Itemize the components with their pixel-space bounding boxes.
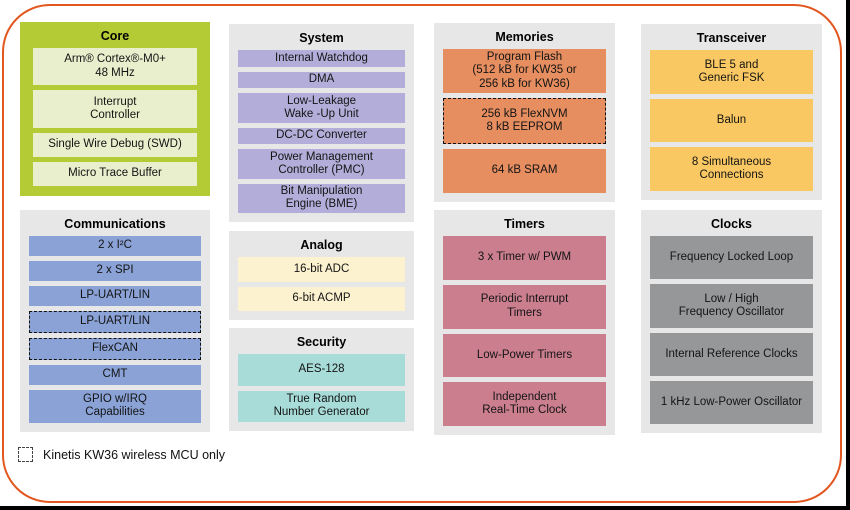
block-item: Internal Watchdog [238, 50, 405, 67]
section-items: 16-bit ADC 6-bit ACMP [229, 256, 414, 320]
block-item: GPIO w/IRQ Capabilities [29, 389, 201, 423]
block-item: LP-UART/LIN [29, 310, 201, 333]
block-item: 2 x I²C [29, 236, 201, 256]
block-item: Low-Power Timers [443, 333, 606, 378]
block-item: Single Wire Debug (SWD) [33, 132, 197, 157]
block-item: Bit Manipulation Engine (BME) [238, 183, 405, 213]
block-item: DC-DC Converter [238, 127, 405, 145]
block-item: 64 kB SRAM [443, 149, 606, 193]
block-item: BLE 5 and Generic FSK [650, 50, 813, 94]
block-item: Independent Real-Time Clock [443, 382, 606, 426]
block-item: 8 Simultaneous Connections [650, 147, 813, 192]
block-item: 6-bit ACMP [238, 286, 405, 311]
section-items: 2 x I²C 2 x SPI LP-UART/LIN LP-UART/LIN Flex… [20, 235, 210, 432]
block-item: Frequency Locked Loop [650, 236, 813, 280]
block-item: Arm® Cortex®-M0+ 48 MHz [33, 48, 197, 86]
diagram-frame [2, 4, 842, 503]
block-item: Program Flash (512 kB for KW35 or 256 kB… [443, 49, 606, 93]
block-item: 2 x SPI [29, 260, 201, 281]
block-item: Balun [650, 98, 813, 143]
kw36-dashed-legend-icon [18, 447, 33, 462]
section-title: System [299, 31, 344, 45]
section-title: Timers [504, 217, 545, 231]
screen-edge-right [846, 0, 850, 510]
legend: Kinetis KW36 wireless MCU only [18, 447, 225, 462]
section-title: Communications [64, 217, 166, 231]
block-item: Internal Reference Clocks [650, 332, 813, 376]
section-title: Transceiver [696, 31, 767, 45]
section-title: Clocks [711, 217, 752, 231]
screen-edge-bottom [0, 506, 850, 510]
section-title: Security [296, 335, 347, 349]
block-item: LP-UART/LIN [29, 285, 201, 306]
block-item: CMT [29, 364, 201, 385]
section-title: Core [100, 29, 130, 43]
section-analog: Analog 16-bit ADC 6-bit ACMP [229, 231, 414, 320]
block-item: FlexCAN [29, 337, 201, 360]
block-item: Low-Leakage Wake -Up Unit [238, 93, 405, 123]
legend-label: Kinetis KW36 wireless MCU only [43, 447, 225, 462]
block-item: 256 kB FlexNVM 8 kB EEPROM [443, 98, 606, 144]
block-item: Periodic Interrupt Timers [443, 284, 606, 329]
section-items: Program Flash (512 kB for KW35 or 256 kB… [434, 48, 615, 202]
section-title: Memories [495, 30, 554, 44]
block-item: Micro Trace Buffer [33, 161, 197, 186]
section-title: Analog [300, 238, 343, 252]
block-item: Interrupt Controller [33, 90, 197, 128]
block-item: 16-bit ADC [238, 257, 405, 282]
block-item: Low / High Frequency Oscillator [650, 284, 813, 328]
section-memories: Memories Program Flash (512 kB for KW35 … [434, 23, 615, 202]
section-communications: Communications 2 x I²C 2 x SPI LP-UART/LIN… [20, 210, 210, 432]
block-item: 1 kHz Low-Power Oscillator [650, 380, 813, 424]
block-item: AES-128 [238, 354, 405, 386]
block-item: 3 x Timer w/ PWM [443, 236, 606, 280]
block-item: DMA [238, 71, 405, 89]
block-item: Power Management Controller (PMC) [238, 149, 405, 179]
block-item: True Random Number Generator [238, 390, 405, 422]
